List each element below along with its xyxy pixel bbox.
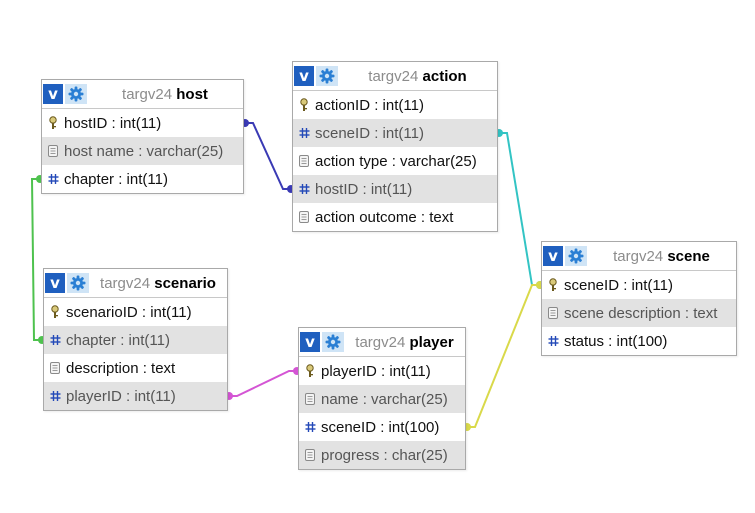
table-name: action bbox=[422, 67, 467, 85]
table-name: scene bbox=[667, 247, 710, 265]
text-column-icon bbox=[47, 144, 59, 158]
table-name: scenario bbox=[154, 274, 216, 292]
column-label: chapter : int(11) bbox=[64, 170, 168, 188]
column-label: sceneID : int(100) bbox=[321, 418, 440, 436]
hash-icon bbox=[298, 182, 310, 196]
relation-line bbox=[243, 122, 293, 190]
text-column-icon bbox=[49, 361, 61, 375]
column-label: status : int(100) bbox=[564, 332, 668, 350]
db-name: targv24 bbox=[368, 67, 419, 85]
table-title: targv24 host bbox=[87, 86, 243, 103]
key-icon bbox=[49, 305, 61, 319]
column-label: name : varchar(25) bbox=[321, 390, 448, 408]
column-label: playerID : int(11) bbox=[321, 362, 431, 380]
table-name: player bbox=[409, 333, 454, 351]
column-row[interactable]: scenarioID : int(11) bbox=[44, 298, 227, 326]
column-row[interactable]: playerID : int(11) bbox=[44, 382, 227, 410]
hash-icon bbox=[49, 333, 61, 347]
gear-icon[interactable] bbox=[67, 273, 89, 293]
column-row[interactable]: hostID : int(11) bbox=[42, 109, 243, 137]
column-label: description : text bbox=[66, 359, 176, 377]
text-column-icon bbox=[298, 154, 310, 168]
toggle-columns-button[interactable]: v bbox=[43, 84, 63, 104]
column-label: host name : varchar(25) bbox=[64, 142, 224, 160]
db-name: targv24 bbox=[355, 333, 406, 351]
db-name: targv24 bbox=[613, 247, 664, 265]
table-title: targv24 player bbox=[344, 334, 465, 351]
column-row[interactable]: scene description : text bbox=[542, 299, 736, 327]
column-row[interactable]: sceneID : int(100) bbox=[299, 413, 465, 441]
column-label: playerID : int(11) bbox=[66, 387, 176, 405]
key-icon bbox=[298, 98, 310, 112]
table-scene[interactable]: v targv24 scene sceneID : int(11) scene … bbox=[541, 241, 737, 356]
column-label: progress : char(25) bbox=[321, 446, 448, 464]
table-header[interactable]: v targv24 host bbox=[42, 80, 243, 109]
table-title: targv24 action bbox=[338, 68, 497, 85]
column-row[interactable]: sceneID : int(11) bbox=[542, 271, 736, 299]
column-row[interactable]: playerID : int(11) bbox=[299, 357, 465, 385]
table-title: targv24 scenario bbox=[89, 275, 227, 292]
column-row[interactable]: chapter : int(11) bbox=[44, 326, 227, 354]
key-icon bbox=[547, 278, 559, 292]
relation-line bbox=[465, 284, 542, 428]
column-row[interactable]: actionID : int(11) bbox=[293, 91, 497, 119]
hash-icon bbox=[298, 126, 310, 140]
column-row[interactable]: sceneID : int(11) bbox=[293, 119, 497, 147]
column-row[interactable]: chapter : int(11) bbox=[42, 165, 243, 193]
column-row[interactable]: progress : char(25) bbox=[299, 441, 465, 469]
text-column-icon bbox=[547, 306, 559, 320]
column-label: action outcome : text bbox=[315, 208, 454, 226]
column-label: chapter : int(11) bbox=[66, 331, 170, 349]
table-header[interactable]: v targv24 scene bbox=[542, 242, 736, 271]
table-title: targv24 scene bbox=[587, 248, 736, 265]
key-icon bbox=[304, 364, 316, 378]
table-scenario[interactable]: v targv24 scenario scenarioID : int(11) … bbox=[43, 268, 228, 411]
table-header[interactable]: v targv24 action bbox=[293, 62, 497, 91]
hash-icon bbox=[547, 334, 559, 348]
column-row[interactable]: host name : varchar(25) bbox=[42, 137, 243, 165]
hash-icon bbox=[304, 420, 316, 434]
text-column-icon bbox=[298, 210, 310, 224]
column-label: sceneID : int(11) bbox=[315, 124, 424, 142]
table-header[interactable]: v targv24 player bbox=[299, 328, 465, 357]
gear-icon[interactable] bbox=[316, 66, 338, 86]
table-host[interactable]: v targv24 host hostID : int(11) host nam… bbox=[41, 79, 244, 194]
column-label: hostID : int(11) bbox=[64, 114, 162, 132]
column-row[interactable]: name : varchar(25) bbox=[299, 385, 465, 413]
column-row[interactable]: action outcome : text bbox=[293, 203, 497, 231]
column-label: actionID : int(11) bbox=[315, 96, 424, 114]
db-name: targv24 bbox=[122, 85, 173, 103]
toggle-columns-button[interactable]: v bbox=[300, 332, 320, 352]
toggle-columns-button[interactable]: v bbox=[294, 66, 314, 86]
hash-icon bbox=[49, 389, 61, 403]
column-label: action type : varchar(25) bbox=[315, 152, 477, 170]
key-icon bbox=[47, 116, 59, 130]
gear-icon[interactable] bbox=[65, 84, 87, 104]
table-action[interactable]: v targv24 action actionID : int(11) scen… bbox=[292, 61, 498, 232]
column-row[interactable]: action type : varchar(25) bbox=[293, 147, 497, 175]
column-label: hostID : int(11) bbox=[315, 180, 413, 198]
toggle-columns-button[interactable]: v bbox=[543, 246, 563, 266]
relation-line bbox=[227, 370, 299, 397]
table-header[interactable]: v targv24 scenario bbox=[44, 269, 227, 298]
column-row[interactable]: status : int(100) bbox=[542, 327, 736, 355]
column-row[interactable]: description : text bbox=[44, 354, 227, 382]
text-column-icon bbox=[304, 392, 316, 406]
gear-icon[interactable] bbox=[322, 332, 344, 352]
relation-line bbox=[497, 132, 542, 286]
db-name: targv24 bbox=[100, 274, 151, 292]
hash-icon bbox=[47, 172, 59, 186]
text-column-icon bbox=[304, 448, 316, 462]
column-label: sceneID : int(11) bbox=[564, 276, 673, 294]
gear-icon[interactable] bbox=[565, 246, 587, 266]
column-row[interactable]: hostID : int(11) bbox=[293, 175, 497, 203]
table-name: host bbox=[176, 85, 208, 103]
column-label: scenarioID : int(11) bbox=[66, 303, 192, 321]
toggle-columns-button[interactable]: v bbox=[45, 273, 65, 293]
table-player[interactable]: v targv24 player playerID : int(11) name… bbox=[298, 327, 466, 470]
column-label: scene description : text bbox=[564, 304, 718, 322]
